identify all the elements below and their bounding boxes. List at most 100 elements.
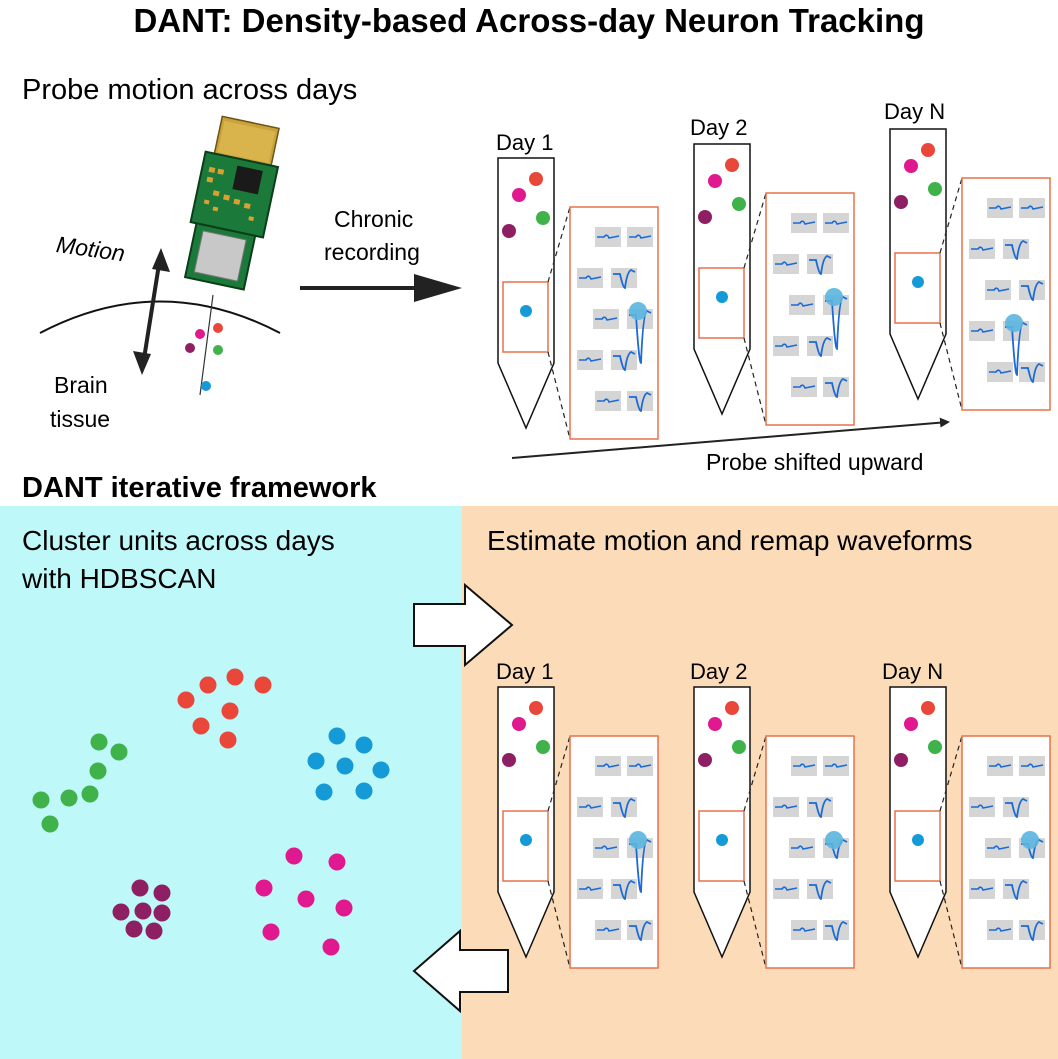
neuron-dot xyxy=(894,195,908,209)
probe-outline xyxy=(693,143,751,416)
zoom-region xyxy=(894,252,941,324)
neuron-dot xyxy=(708,717,722,731)
cluster-point xyxy=(328,727,346,745)
motion-arrowhead-up xyxy=(152,248,170,272)
neuron-dot xyxy=(912,276,924,288)
cluster-point xyxy=(226,668,244,686)
neuron-dot xyxy=(698,753,712,767)
flat-waveform xyxy=(989,927,1012,932)
flat-waveform xyxy=(597,398,620,403)
probe-shank xyxy=(889,686,1051,969)
neuron-dot xyxy=(213,323,223,333)
neuron-dot xyxy=(536,211,550,225)
cluster-label: Cluster units across days xyxy=(22,525,335,556)
zoom-connector xyxy=(547,351,571,440)
figure-title: DANT: Density-based Across-day Neuron Tr… xyxy=(133,2,925,39)
neuron-dot xyxy=(529,701,543,715)
probe-device-icon xyxy=(183,115,280,291)
flat-waveform xyxy=(579,804,602,809)
waveform-tile xyxy=(807,879,833,899)
day-label-top: Day 2 xyxy=(690,115,748,140)
cluster-label: with HDBSCAN xyxy=(22,563,217,594)
neuron-dot xyxy=(825,288,843,306)
waveform-tile xyxy=(611,879,637,899)
chronic-arrowhead xyxy=(414,274,462,302)
zoom-connector xyxy=(743,880,767,969)
probe-shank xyxy=(693,686,855,969)
probe-shank xyxy=(497,686,659,969)
cluster-point xyxy=(32,791,50,809)
neuron-dot xyxy=(520,834,532,846)
neuron-dot xyxy=(725,701,739,715)
day-label-top: Day N xyxy=(884,99,946,124)
waveform-tile xyxy=(1003,239,1029,259)
zoom-connector xyxy=(547,735,571,812)
waveform-tile xyxy=(1019,362,1045,382)
neuron-dot xyxy=(502,224,516,238)
neuron-dot xyxy=(921,701,935,715)
zoom-connector xyxy=(939,322,963,411)
flat-waveform xyxy=(579,357,602,362)
cluster-point xyxy=(355,782,373,800)
cluster-point xyxy=(89,762,107,780)
waveform-tile xyxy=(823,920,849,940)
cluster-point xyxy=(199,676,217,694)
probe-outline xyxy=(497,157,555,430)
probe-outline xyxy=(889,128,947,401)
waveform-tile xyxy=(823,377,849,397)
flat-waveform xyxy=(597,234,620,239)
zoom-region xyxy=(698,267,745,339)
cluster-point xyxy=(145,922,163,940)
cluster-point xyxy=(110,743,128,761)
neuron-dot xyxy=(213,345,223,355)
day-label-top: Day 1 xyxy=(496,130,554,155)
flat-waveform xyxy=(971,328,994,333)
spike-waveform xyxy=(1021,920,1044,941)
day-label-bottom: Day 2 xyxy=(690,659,748,684)
flat-waveform xyxy=(775,886,798,891)
waveform-tile xyxy=(807,336,833,356)
spike-waveform xyxy=(809,254,832,275)
cluster-point xyxy=(125,920,143,938)
spike-waveform xyxy=(1005,239,1028,260)
chronic-label: recording xyxy=(324,239,420,265)
cluster-point xyxy=(297,890,315,908)
flat-waveform xyxy=(825,220,848,225)
neuron-dot xyxy=(536,740,550,754)
flat-waveform xyxy=(579,886,602,891)
cluster-point xyxy=(41,815,59,833)
flat-waveform xyxy=(987,845,1010,850)
waveform-tile xyxy=(611,797,637,817)
cluster-point xyxy=(90,733,108,751)
spike-waveform xyxy=(613,268,636,289)
zoom-connector xyxy=(939,177,963,254)
neuron-dot xyxy=(629,302,647,320)
cluster-point xyxy=(315,783,333,801)
cluster-point xyxy=(285,847,303,865)
right-block-arrow xyxy=(413,582,514,668)
tissue-label: Brain xyxy=(54,372,108,398)
probe-outline xyxy=(693,686,751,959)
flat-waveform xyxy=(987,287,1010,292)
cluster-point xyxy=(134,902,152,920)
cluster-point xyxy=(60,789,78,807)
flat-waveform xyxy=(595,845,618,850)
flat-waveform xyxy=(775,343,798,348)
waveform-tile xyxy=(627,391,653,411)
chronic-label: Chronic xyxy=(334,206,414,232)
waveform-tile xyxy=(1003,879,1029,899)
flat-waveform xyxy=(825,763,848,768)
tissue-label: tissue xyxy=(50,406,111,432)
spike-waveform xyxy=(825,377,848,398)
flat-waveform xyxy=(971,804,994,809)
cluster-point xyxy=(192,717,210,735)
neuron-dot xyxy=(825,831,843,849)
zoom-connector xyxy=(743,192,767,269)
cluster-point xyxy=(322,938,340,956)
probe-outline xyxy=(889,686,947,959)
neuron-dot xyxy=(716,834,728,846)
spike-waveform xyxy=(613,879,636,900)
zoom-region xyxy=(502,810,549,882)
brain-surface xyxy=(39,300,281,334)
probe-shank xyxy=(693,143,855,426)
